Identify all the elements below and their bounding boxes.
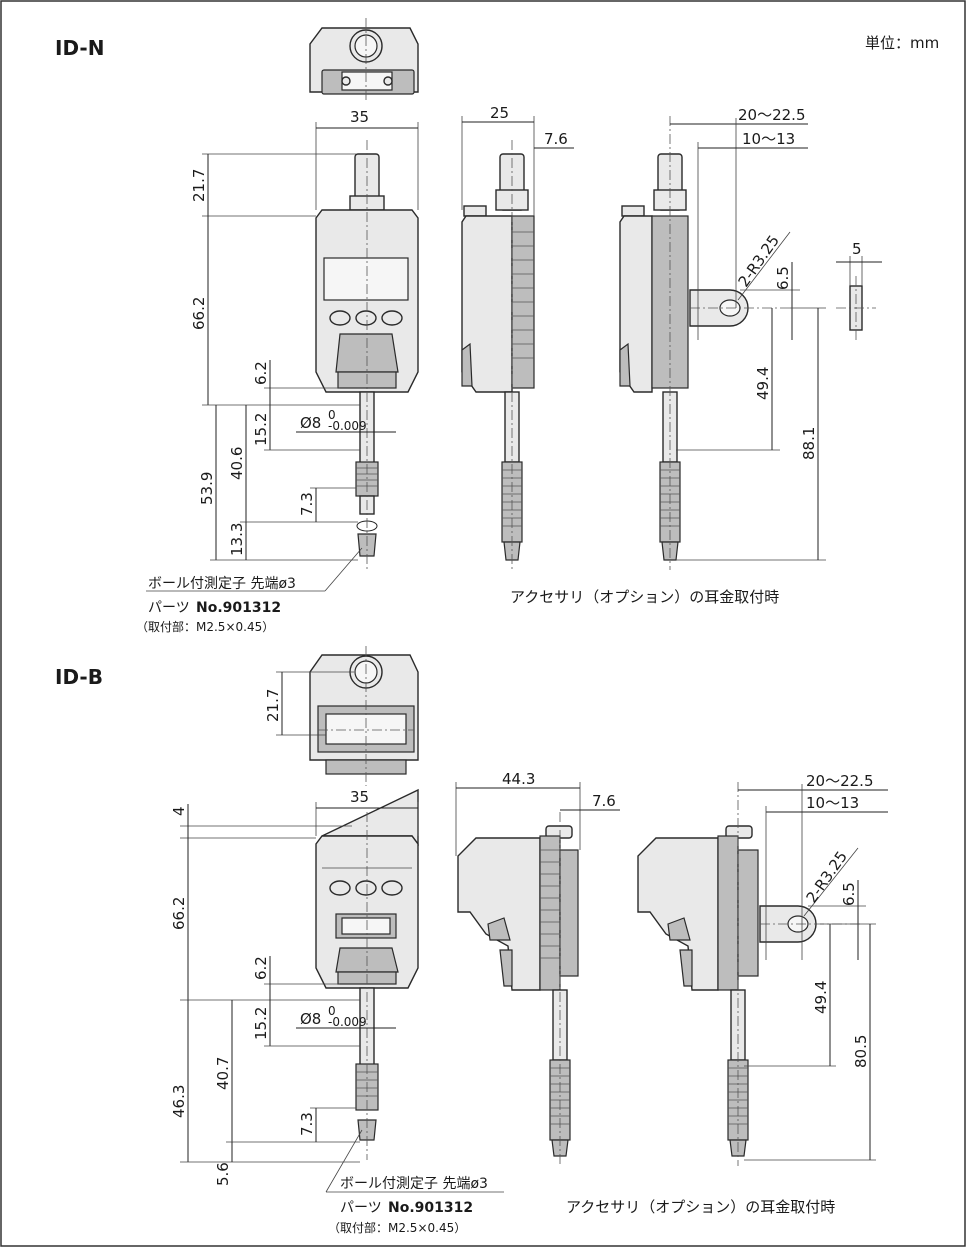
idb-lug-caption: アクセサリ（オプション）の耳金取付時	[566, 1198, 835, 1216]
idn-front-view	[315, 140, 419, 570]
idb-mount: （取付部：M2.5×0.45）	[328, 1220, 466, 1235]
idn-lug-view: 20〜22.5 10〜13 2-R3.25 6.5 49.4 88.1 アクセサ…	[510, 106, 826, 606]
idb-front-dims: 35 4 66.2 6.2 15.2 Ø8 0 -0.009 46.3 40.7…	[170, 788, 504, 1235]
idb-stem-len: 15.2	[252, 1007, 270, 1040]
idb-contact-len: 7.3	[298, 1112, 316, 1136]
idn-width: 35	[350, 108, 369, 126]
section-title-id-b: ID-B	[55, 665, 103, 689]
idb-top-gap: 4	[170, 806, 188, 816]
idb-lug-height: 49.4	[812, 981, 830, 1014]
idb-tip-len: 5.6	[214, 1162, 232, 1186]
idn-lug-range1: 20〜22.5	[738, 106, 806, 124]
idb-front-view	[315, 788, 419, 1160]
idb-lug-thickness: 6.5	[840, 882, 858, 906]
idb-total-lower: 46.3	[170, 1085, 188, 1118]
idn-contact-len: 7.3	[298, 492, 316, 516]
idn-side-depth: 25	[490, 104, 509, 122]
idn-bottom-gap: 6.2	[252, 361, 270, 385]
idb-bottom-gap: 6.2	[252, 956, 270, 980]
idb-side-offset: 7.6	[592, 792, 616, 810]
idn-total-height: 88.1	[800, 427, 818, 460]
idb-side-depth: 44.3	[502, 770, 535, 788]
idn-spindle-top: 21.7	[190, 169, 208, 202]
idn-parts-prefix: パーツ	[148, 600, 190, 616]
idb-body-height: 66.2	[170, 897, 188, 930]
unit-label: 単位：mm	[865, 34, 939, 52]
idn-side-offset: 7.6	[544, 130, 568, 148]
idb-parts-prefix: パーツ	[340, 1200, 382, 1216]
idn-lug-range2: 10〜13	[742, 130, 795, 148]
idn-lug-caption: アクセサリ（オプション）の耳金取付時	[510, 588, 779, 606]
idb-width: 35	[350, 788, 369, 806]
idb-stem-total: 40.7	[214, 1057, 232, 1090]
idn-top-view	[309, 18, 419, 100]
idb-top-view-height: 21.7	[264, 689, 282, 722]
idn-mount: （取付部：M2.5×0.45）	[136, 619, 274, 634]
idn-contact-point: ボール付測定子 先端ø3	[148, 576, 296, 592]
idn-front-dims: 35 21.7 66.2 6.2 15.2 Ø8 0 -0.009 53.9 4…	[136, 108, 419, 634]
idn-lug-width: 5	[852, 240, 862, 258]
idb-lug-view: 20〜22.5 10〜13 2-R3.25 6.5 49.4 80.5 アクセサ…	[566, 772, 888, 1216]
idn-stem-total: 40.6	[228, 447, 246, 480]
idb-lug-range2: 10〜13	[806, 794, 859, 812]
idb-lug-range1: 20〜22.5	[806, 772, 874, 790]
idb-contact-point: ボール付測定子 先端ø3	[340, 1176, 488, 1192]
idb-total-height: 80.5	[852, 1035, 870, 1068]
idn-tip-len: 13.3	[228, 523, 246, 556]
idn-side-view: 25 7.6	[461, 104, 574, 570]
idb-side-view: 44.3 7.6	[455, 770, 620, 1166]
idb-top-view: 21.7	[264, 646, 419, 786]
idn-parts-no: No.901312	[196, 600, 281, 616]
idn-lug-height: 49.4	[754, 367, 772, 400]
idb-tol-lower: -0.009	[328, 1015, 367, 1029]
idn-stem-len: 15.2	[252, 413, 270, 446]
idn-stem-diameter: Ø8	[300, 414, 321, 432]
idb-parts-no: No.901312	[388, 1200, 473, 1216]
idn-lug-thickness: 6.5	[774, 266, 792, 290]
idn-lug-detail: 5	[836, 240, 882, 340]
idb-tol-upper: 0	[328, 1004, 336, 1018]
idn-body-height: 66.2	[190, 297, 208, 330]
idn-tol-upper: 0	[328, 408, 336, 422]
idn-tol-lower: -0.009	[328, 419, 367, 433]
section-title-id-n: ID-N	[55, 36, 104, 60]
idb-stem-diameter: Ø8	[300, 1010, 321, 1028]
idn-total-lower: 53.9	[198, 472, 216, 505]
